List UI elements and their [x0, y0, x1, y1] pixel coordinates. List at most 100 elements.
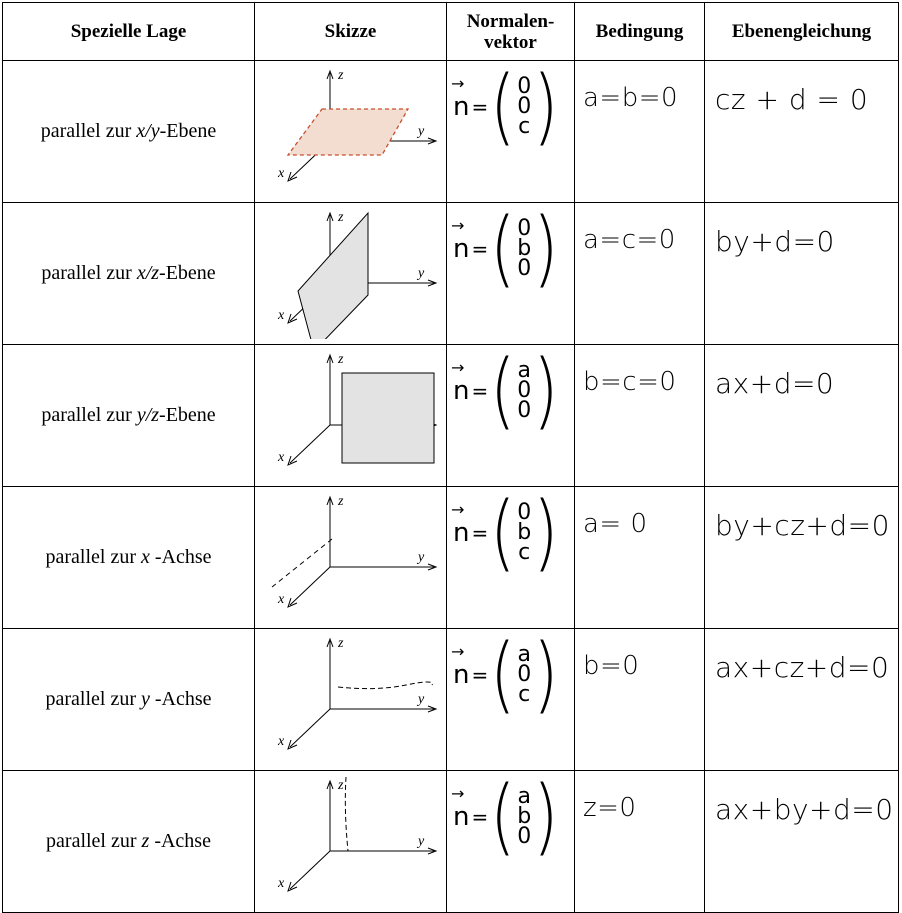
condition-text: a= 0	[583, 509, 648, 539]
vector-component: 0	[517, 216, 532, 241]
z-axis-label: z	[337, 68, 344, 83]
header-lage: Spezielle Lage	[2, 2, 255, 61]
lage-cell: parallel zur x/z-Ebene	[2, 202, 255, 345]
normal-vector: n=(a0c)	[447, 629, 574, 716]
condition-cell: b=0	[574, 628, 705, 771]
condition-text: a=c=0	[583, 225, 676, 255]
sketch-z-axis: zyx	[277, 776, 437, 892]
xy-plane-shape	[286, 108, 409, 156]
z-axis-arrow	[326, 211, 333, 222]
y-axis-arrow	[427, 279, 437, 287]
normal-vector-symbol: n	[451, 216, 470, 264]
lage-variable: x/y	[136, 120, 160, 142]
y-axis-label: y	[416, 550, 425, 565]
vector-component: a	[517, 358, 531, 383]
y-axis-label: y	[416, 692, 425, 707]
equation-cell: ax+d=0	[704, 344, 899, 487]
vector-component: b	[517, 236, 532, 261]
lage-prefix: parallel zur	[45, 688, 141, 710]
normal-vector-equals: =	[471, 805, 489, 829]
normal-vector-symbol: n	[451, 358, 470, 406]
right-paren: )	[533, 626, 559, 724]
normal-vector-equals: =	[471, 663, 489, 687]
z-axis-label: z	[337, 352, 344, 367]
x-axis-arrow	[286, 313, 297, 324]
vector-component: b	[517, 520, 532, 545]
lage-cell: parallel zur x -Achse	[2, 486, 255, 629]
condition-text: a=b=0	[583, 83, 679, 113]
z-axis-arrow	[326, 69, 333, 80]
x-axis-line	[289, 566, 330, 606]
normal-vector-equals: =	[471, 237, 489, 261]
left-paren: (	[490, 342, 516, 440]
lage-cell: parallel zur x/y-Ebene	[2, 60, 255, 203]
lage-prefix: parallel zur	[40, 120, 137, 142]
normal-vector: n=(0bc)	[447, 487, 574, 574]
vector-component: b	[517, 804, 532, 829]
x-axis-line	[289, 708, 330, 748]
normal-vector: n=(ab0)	[447, 771, 574, 858]
vector-component: 0	[517, 378, 532, 403]
left-paren: (	[490, 484, 516, 582]
axes	[286, 637, 437, 750]
lage-suffix: -Ebene	[159, 262, 216, 284]
vector-component: 0	[517, 398, 532, 423]
left-paren: (	[490, 58, 516, 156]
z-axis-arrow	[326, 779, 333, 790]
table-row: parallel zur y/z-Ebenezyxn=(a00)b=c=0ax+…	[2, 342, 899, 487]
sketch-x-axis: zyx	[271, 494, 437, 608]
normal-vector-symbol: n	[451, 784, 470, 832]
equation-text: ax+d=0	[715, 367, 835, 400]
sketch-xy-plane: zyx	[277, 68, 437, 182]
normal-vector-symbol: n	[451, 74, 470, 122]
lage-suffix: -Achse	[149, 830, 211, 852]
x-axis-line	[289, 424, 330, 464]
lage-suffix: -Achse	[149, 688, 212, 710]
vector-component: c	[518, 682, 531, 707]
equation-text: by+d=0	[715, 225, 835, 258]
parallel-z-line	[344, 776, 348, 852]
normal-vector-cell: n=(0b0)	[446, 202, 575, 345]
equation-cell: cz + d = 0	[704, 60, 899, 203]
vector-component: a	[517, 642, 531, 667]
header-normal-line1: Normalen-	[466, 10, 555, 32]
right-paren: )	[533, 484, 559, 582]
x-axis-label: x	[277, 450, 285, 465]
normal-vector-cell: n=(ab0)	[446, 770, 575, 913]
sketch-xz-plane: zyx	[277, 210, 437, 352]
vector-component: 0	[517, 74, 532, 99]
z-axis-arrow	[326, 495, 333, 506]
lage-variable: z	[141, 830, 150, 852]
parallel-x-line	[271, 538, 332, 588]
vector-component: c	[518, 114, 531, 139]
axes	[286, 495, 437, 608]
condition-cell: a=c=0	[574, 202, 705, 345]
header-skizze: Skizze	[254, 2, 447, 61]
normal-vector: n=(00c)	[447, 61, 574, 148]
normal-vector-cell: n=(a0c)	[446, 628, 575, 771]
equation-text: cz + d = 0	[715, 83, 869, 116]
lage-prefix: parallel zur	[41, 262, 137, 284]
sketch-yz-plane: zyx	[277, 352, 437, 466]
vector-component: 0	[517, 824, 532, 849]
condition-cell: b=c=0	[574, 344, 705, 487]
lage-prefix: parallel zur	[45, 546, 141, 568]
y-axis-arrow	[427, 705, 437, 713]
table-row: parallel zur x -Achsezyxn=(0bc)a= 0by+cz…	[2, 486, 899, 629]
left-paren: (	[490, 200, 516, 298]
equation-cell: ax+cz+d=0	[704, 628, 899, 771]
normal-vector-equals: =	[471, 95, 489, 119]
header-row: Spezielle Lage Skizze Normalen- vektor B…	[2, 2, 899, 61]
condition-cell: a= 0	[574, 486, 705, 629]
normal-vector: n=(0b0)	[447, 203, 574, 290]
z-axis-label: z	[337, 778, 344, 793]
sketch-cell: zyx	[254, 344, 447, 487]
normal-vector-cell: n=(00c)	[446, 60, 575, 203]
